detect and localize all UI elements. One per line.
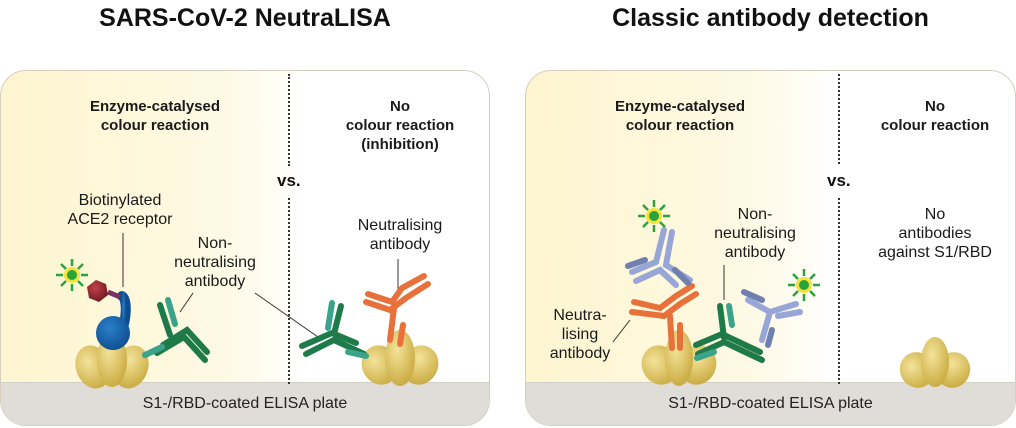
header-line: colour reaction	[345, 117, 455, 134]
biotin-icon	[87, 280, 108, 302]
neutralising-antibody-icon	[363, 273, 431, 347]
header-line: Enzyme-catalysed	[89, 98, 221, 115]
header-line: colour reaction	[625, 117, 735, 134]
label-line: lising	[561, 326, 599, 343]
divider	[288, 198, 290, 384]
divider	[288, 74, 290, 166]
label-line: Neutra-	[553, 307, 607, 324]
leader-lines	[122, 233, 725, 343]
vs-label: vs.	[277, 171, 301, 190]
label-line: ACE2 receptor	[67, 211, 173, 228]
non-neutralising-antibody-icon	[142, 297, 210, 363]
label-line: antibody	[369, 236, 431, 253]
neutralising-label: Neutra- lising antibody	[545, 306, 615, 363]
enzyme-icon	[638, 200, 670, 232]
neutralising-label: Neutralising antibody	[340, 216, 460, 254]
header-line: No	[925, 98, 945, 115]
label-line: antibody	[184, 273, 246, 290]
header-line: Enzyme-catalysed	[614, 98, 746, 115]
no-antibodies-label: No antibodies against S1/RBD	[860, 205, 1010, 262]
label-line: antibody	[549, 345, 611, 362]
label-line: against S1/RBD	[878, 244, 992, 261]
secondary-antibody-icon	[625, 227, 693, 288]
vs-label: vs.	[827, 171, 851, 190]
antigen-icon	[899, 337, 971, 388]
non-neutralising-antibody-icon	[693, 303, 765, 363]
header-line: colour reaction	[880, 117, 990, 134]
label-line: Neutralising	[357, 217, 443, 234]
left-positive-header: Enzyme-catalysed colour reaction	[60, 97, 250, 135]
antigen-icon	[361, 330, 439, 386]
non-neutralising-label: Non- neutralising antibody	[700, 205, 810, 262]
left-negative-header: No colour reaction (inhibition)	[310, 97, 490, 154]
ace2-label: Biotinylated ACE2 receptor	[45, 191, 195, 229]
enzyme-icon	[788, 269, 820, 301]
plate-label: S1-/RBD-coated ELISA plate	[142, 395, 348, 412]
label-line: antibodies	[898, 225, 972, 242]
label-line: antibody	[724, 244, 786, 261]
non-neutralising-label: Non- neutralising antibody	[155, 234, 275, 291]
header-line: (inhibition)	[361, 136, 439, 153]
label-line: No	[924, 206, 946, 223]
non-neutralising-antibody-icon	[299, 300, 369, 359]
neutralising-antibody-icon	[629, 283, 699, 351]
ace2-receptor-icon	[96, 289, 131, 350]
label-line: Non-	[737, 206, 773, 223]
right-title: Classic antibody detection	[612, 4, 929, 32]
elisa-plate: S1-/RBD-coated ELISA plate	[526, 382, 1015, 425]
divider	[838, 74, 840, 164]
right-negative-header: No colour reaction	[860, 97, 1010, 135]
header-line: colour reaction	[100, 117, 210, 134]
header-line: No	[390, 98, 410, 115]
divider	[838, 198, 840, 384]
label-line: Biotinylated	[78, 192, 162, 209]
elisa-plate: S1-/RBD-coated ELISA plate	[1, 382, 489, 425]
label-line: Non-	[197, 235, 233, 252]
right-positive-header: Enzyme-catalysed colour reaction	[585, 97, 775, 135]
left-title: SARS-CoV-2 NeutraLISA	[99, 4, 391, 32]
enzyme-icon	[56, 259, 88, 291]
label-line: neutralising	[714, 225, 796, 242]
label-line: neutralising	[174, 254, 256, 271]
secondary-antibody-icon	[741, 289, 803, 348]
plate-label: S1-/RBD-coated ELISA plate	[668, 395, 873, 412]
